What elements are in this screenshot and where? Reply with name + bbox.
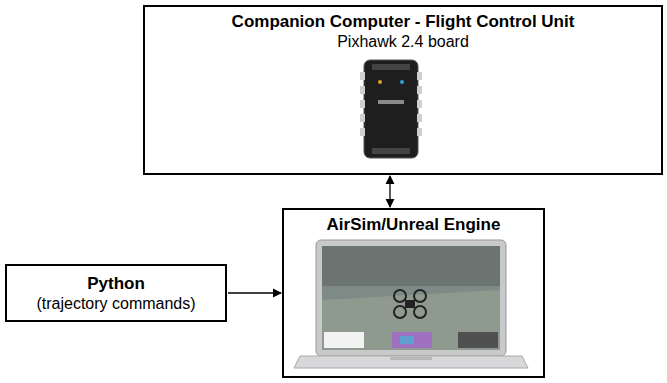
box-subtitle: Pixhawk 2.4 board bbox=[145, 32, 661, 51]
connector-arrow bbox=[228, 292, 281, 293]
simulator-box: AirSim/Unreal Engine bbox=[282, 208, 545, 378]
laptop-illustration bbox=[294, 240, 528, 368]
flight-control-box: Companion Computer - Flight Control Unit… bbox=[143, 5, 663, 175]
pixhawk-board bbox=[360, 60, 422, 158]
box-title: Companion Computer - Flight Control Unit bbox=[145, 12, 661, 32]
connector-arrow bbox=[389, 176, 390, 207]
box-title: AirSim/Unreal Engine bbox=[284, 215, 543, 235]
box-title: Python bbox=[7, 274, 225, 294]
box-subtitle: (trajectory commands) bbox=[7, 294, 225, 313]
python-box: Python(trajectory commands) bbox=[5, 264, 227, 322]
